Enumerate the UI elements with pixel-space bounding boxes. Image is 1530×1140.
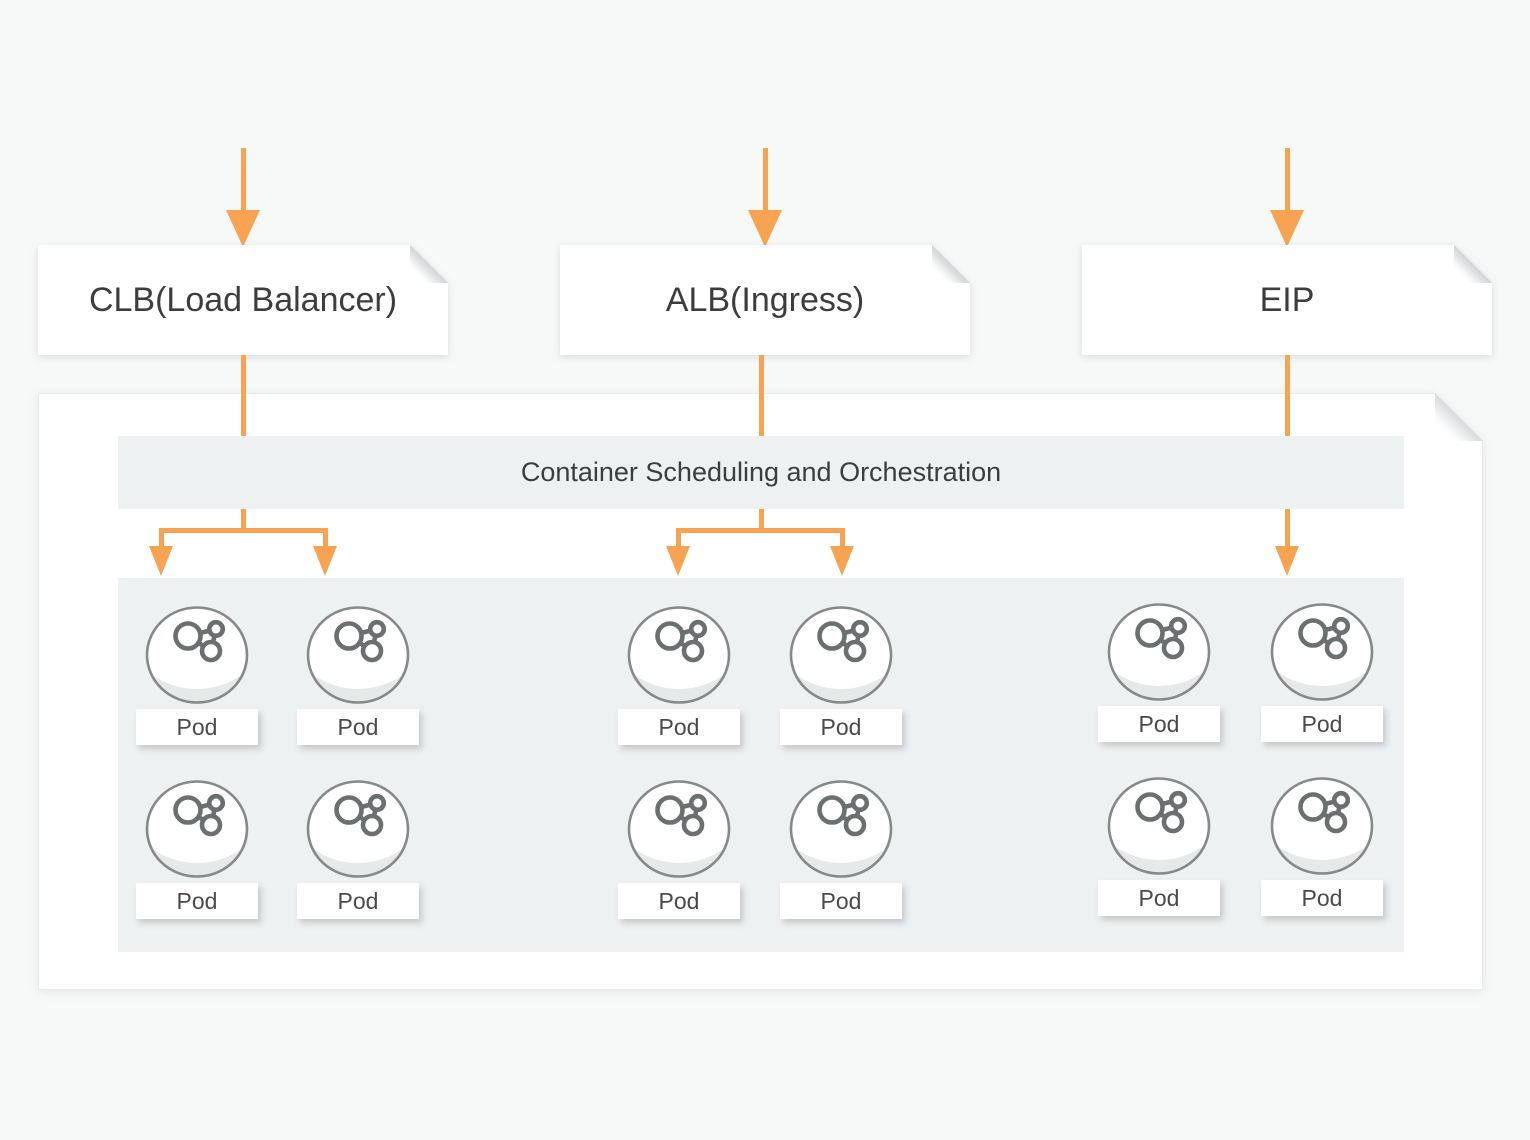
clb-connector-tbar (159, 528, 328, 533)
pod: Pod (1261, 777, 1383, 916)
pod: Pod (780, 606, 902, 745)
node-alb: ALB(Ingress) (560, 245, 970, 355)
pod-cylinder-icon (145, 606, 249, 704)
alb-branch-right-arrowhead-icon (830, 546, 854, 576)
pod-label: Pod (618, 709, 740, 745)
pod-label-text: Pod (337, 887, 379, 914)
pod-cylinder-icon (789, 780, 893, 878)
pod-cylinder-icon (145, 780, 249, 878)
clb-branch-right-line (323, 528, 328, 547)
eip-connector-arrowhead-icon (1275, 546, 1299, 576)
pod-cylinder-icon (789, 606, 893, 704)
pod-label: Pod (1098, 706, 1220, 742)
pod: Pod (618, 606, 740, 745)
alb-inbound-arrowhead-icon (748, 210, 782, 247)
pod-cylinder-icon (627, 606, 731, 704)
pod-label: Pod (297, 883, 419, 919)
pod-label-text: Pod (176, 887, 218, 914)
pod: Pod (618, 780, 740, 919)
pod-cylinder-icon (627, 780, 731, 878)
clb-branch-left-arrowhead-icon (149, 546, 173, 576)
pod-label: Pod (136, 709, 258, 745)
pod-cylinder-icon (306, 606, 410, 704)
pod: Pod (136, 606, 258, 745)
pod-label-text: Pod (1138, 710, 1180, 737)
scheduler-band-title: Container Scheduling and Orchestration (520, 457, 1002, 487)
alb-branch-right-line (840, 528, 845, 547)
clb-branch-right-arrowhead-icon (313, 546, 337, 576)
pod-label: Pod (1098, 880, 1220, 916)
pod-label: Pod (297, 709, 419, 745)
alb-branch-left-arrowhead-icon (666, 546, 690, 576)
pod-cylinder-icon (1107, 603, 1211, 701)
pod-label-text: Pod (658, 887, 700, 914)
pod-cylinder-icon (306, 780, 410, 878)
pod-cylinder-icon (1270, 777, 1374, 875)
pod: Pod (1098, 603, 1220, 742)
pod: Pod (780, 780, 902, 919)
pod-label: Pod (136, 883, 258, 919)
pod-label: Pod (780, 883, 902, 919)
pod-label-text: Pod (820, 887, 862, 914)
pod-cylinder-icon (1270, 603, 1374, 701)
pod: Pod (297, 780, 419, 919)
node-clb-label: CLB(Load Balancer) (88, 280, 398, 319)
pod: Pod (1261, 603, 1383, 742)
pod-label-text: Pod (337, 713, 379, 740)
pod-label-text: Pod (658, 713, 700, 740)
scheduler-band: Container Scheduling and Orchestration (118, 436, 1404, 509)
alb-branch-left-line (676, 528, 681, 547)
alb-connector-tbar (676, 528, 845, 533)
node-alb-label: ALB(Ingress) (665, 280, 865, 319)
eip-inbound-arrow-line (1285, 148, 1290, 212)
pod-cylinder-icon (1107, 777, 1211, 875)
node-clb: CLB(Load Balancer) (38, 245, 448, 355)
pod-label-text: Pod (176, 713, 218, 740)
pod: Pod (1098, 777, 1220, 916)
alb-inbound-arrow-line (763, 148, 768, 212)
pod-label: Pod (1261, 880, 1383, 916)
pod: Pod (136, 780, 258, 919)
clb-inbound-arrow-line (241, 148, 246, 212)
pod-label-text: Pod (1138, 884, 1180, 911)
pod-label-text: Pod (1301, 710, 1343, 737)
eip-inbound-arrowhead-icon (1270, 210, 1304, 247)
clb-inbound-arrowhead-icon (226, 210, 260, 247)
node-eip: EIP (1082, 245, 1492, 355)
pod-label: Pod (618, 883, 740, 919)
node-eip-label: EIP (1259, 280, 1315, 319)
pod-label-text: Pod (820, 713, 862, 740)
pod-label: Pod (780, 709, 902, 745)
clb-branch-left-line (159, 528, 164, 547)
pod-label-text: Pod (1301, 884, 1343, 911)
pod: Pod (297, 606, 419, 745)
pod-label: Pod (1261, 706, 1383, 742)
